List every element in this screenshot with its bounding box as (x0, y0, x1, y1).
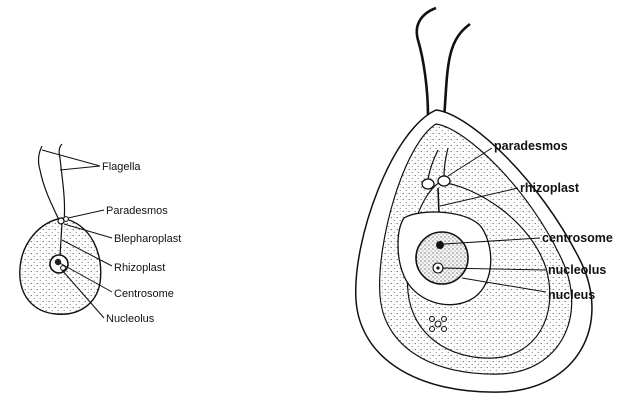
left-label-blepharoplast: Blepharoplast (114, 233, 181, 245)
right-flagellum-branch (444, 24, 470, 118)
right-label-paradesmos: paradesmos (494, 139, 568, 153)
right-label-rhizoplast: rhizoplast (520, 181, 580, 195)
right-label-nucleus: nucleus (548, 288, 595, 302)
left-label-paradesmos: Paradesmos (106, 205, 168, 217)
left-label-nucleolus: Nucleolus (106, 313, 155, 325)
left-paradesmos-granule (64, 217, 69, 222)
right-cell-figure: paradesmos rhizoplast centrosome nucleol… (356, 8, 613, 392)
left-label-centrosome: Centrosome (114, 288, 174, 300)
right-nucleus (416, 232, 468, 284)
right-nucleolus-core (436, 266, 439, 269)
left-flagellum-1 (39, 146, 60, 222)
left-blepharoplast-granule (58, 218, 64, 224)
left-nucleolus (61, 266, 66, 271)
right-paradesmos-granule-2 (438, 176, 450, 186)
right-label-nucleolus: nucleolus (548, 263, 606, 277)
left-cell-figure: Flagella Paradesmos Blepharoplast Rhizop… (20, 144, 181, 325)
left-label-flagella: Flagella (102, 161, 141, 173)
left-label-rhizoplast: Rhizoplast (114, 262, 165, 274)
right-label-centrosome: centrosome (542, 231, 613, 245)
right-centrosome (436, 241, 444, 249)
right-paradesmos-granule-1 (422, 179, 434, 189)
right-flagellum (417, 8, 436, 116)
